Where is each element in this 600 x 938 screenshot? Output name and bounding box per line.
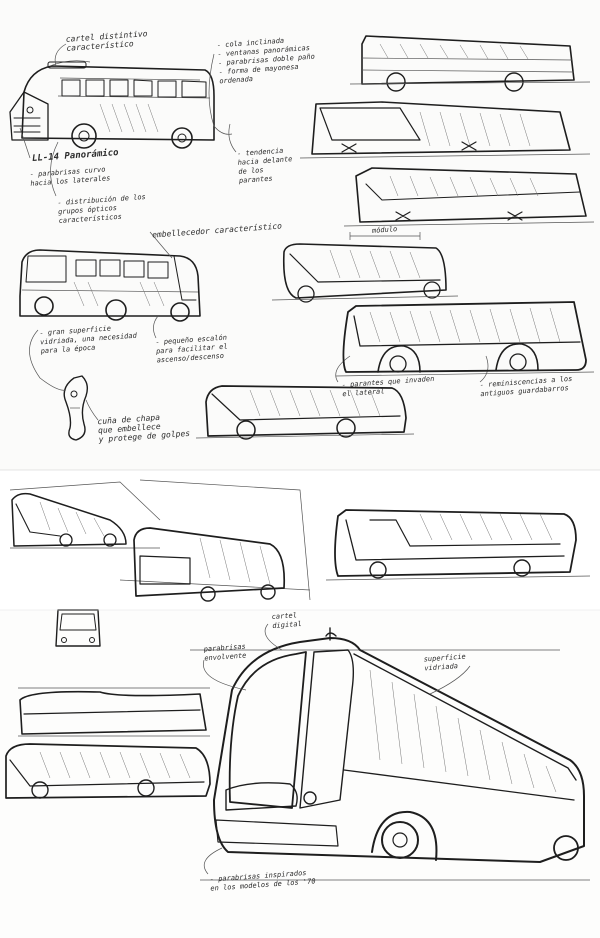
coach-dynamic-sketch (325, 509, 591, 581)
bus-front-mini-sketch (55, 609, 101, 647)
sketch-panel-bottom (0, 610, 600, 938)
note-tendencia: - tendencia hacia delante de los parante… (236, 146, 293, 185)
annotation-leaders-bottom (202, 623, 471, 875)
coach-side-sketch-6 (195, 385, 415, 440)
coach-side-sketch-3 (343, 167, 595, 240)
bus-roof-sketch (18, 687, 210, 737)
note-modulo: módulo (371, 225, 398, 235)
bus-side-bottom-sketch (5, 743, 211, 799)
annotation-leaders-top (19, 43, 489, 421)
bus-hero-sketch (190, 627, 590, 881)
coach-side-sketch-1 (349, 35, 591, 92)
coach-side-sketch-2 (299, 101, 591, 159)
note-parabrisas-envolvente: parabrisas envolvente (203, 642, 247, 663)
bus-perspective-sketch-1 (9, 481, 161, 549)
note-cola: - cola inclinada - ventanas panorámicas … (216, 36, 316, 86)
coach-side-sketch-5 (335, 301, 595, 377)
note-escalon: - pequeño escalón para facilitar el asce… (155, 333, 228, 365)
note-superficie-vidriada: superficie vidriada (423, 652, 467, 673)
vintage-bus-rear-sketch (19, 249, 201, 322)
note-cartel-digital: cartel digital (271, 611, 303, 631)
metal-wedge-detail-sketch (63, 375, 89, 441)
coach-side-sketch-4 (271, 243, 459, 303)
vintage-bus-sketch (9, 60, 215, 149)
bus-perspective-sketch-2 (119, 479, 311, 602)
